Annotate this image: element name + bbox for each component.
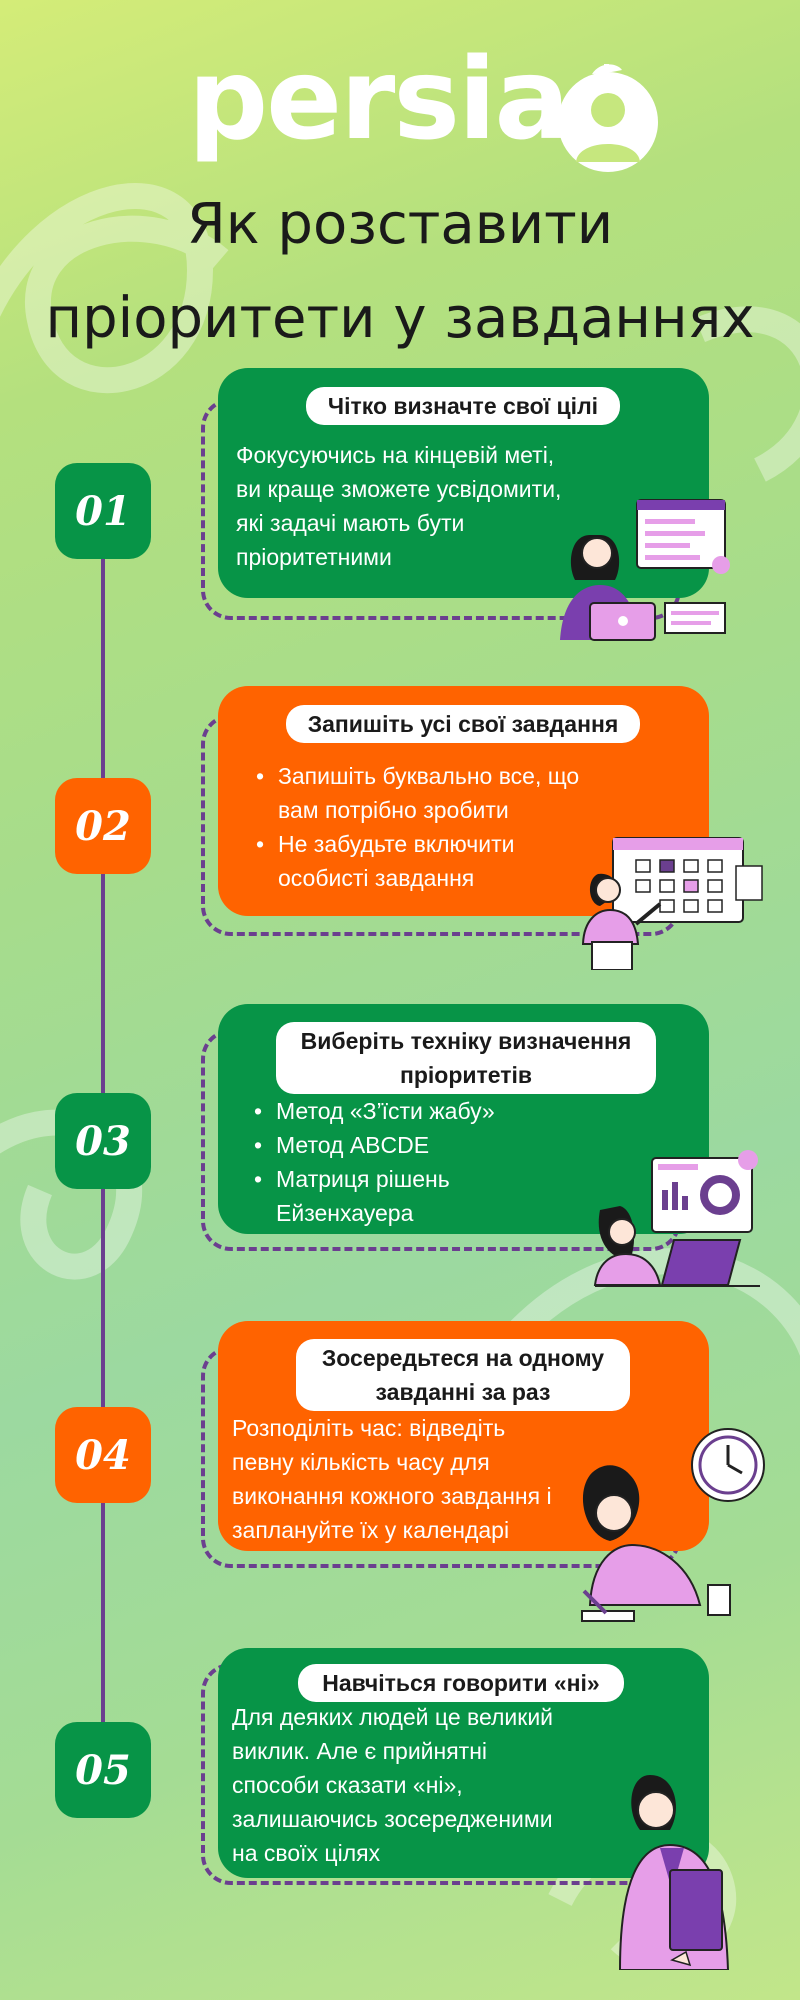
woman-with-charts-icon bbox=[593, 1150, 760, 1287]
step-02-bullet: Не забудьте включити особисті завдання bbox=[252, 827, 592, 895]
step-02-bullet: Запишіть буквально все, що вам потрібно … bbox=[252, 759, 592, 827]
step-number-03: 03 bbox=[55, 1093, 151, 1189]
step-04-line: певну кількість часу для bbox=[232, 1449, 490, 1475]
step-02-list: Запишіть буквально все, що вам потрібно … bbox=[252, 759, 592, 895]
step-04-line: заплануйте їх у календарі bbox=[232, 1517, 510, 1543]
step-05-line: виклик. Але є прийнятні bbox=[232, 1738, 488, 1764]
page-title-line-2: пріоритети у завданнях bbox=[45, 286, 755, 351]
step-05-line: на своїх цілях bbox=[232, 1840, 381, 1866]
woman-with-calendar-icon bbox=[581, 837, 763, 970]
step-number-05: 05 bbox=[55, 1722, 151, 1818]
logo-person-icon bbox=[558, 64, 658, 172]
step-05-line: залишаючись зосередженими bbox=[232, 1806, 553, 1832]
step-05-line: Для деяких людей це великий bbox=[232, 1704, 554, 1730]
step-03-bullet: Метод «З’їсти жабу» bbox=[250, 1094, 590, 1128]
page-title: Як розставити пріоритети у завданнях bbox=[40, 178, 760, 366]
step-05-text: Для деяких людей це великий виклик. Але … bbox=[232, 1700, 632, 1870]
logo-text: persia bbox=[188, 35, 570, 165]
step-number-04: 04 bbox=[55, 1407, 151, 1503]
step-04-line: Розподіліть час: відведіть bbox=[232, 1415, 506, 1441]
step-04-line: виконання кожного завдання і bbox=[232, 1483, 552, 1509]
woman-with-clock-icon bbox=[581, 1428, 765, 1622]
step-01-line: Фокусуючись на кінцевій меті, bbox=[236, 442, 555, 468]
step-04-text: Розподіліть час: відведіть певну кількіс… bbox=[232, 1411, 632, 1547]
step-04-heading: Зосередьтеся на одному завданні за раз bbox=[296, 1339, 630, 1411]
step-01-heading: Чітко визначте свої цілі bbox=[306, 387, 620, 425]
step-01-line: які задачі мають бути bbox=[236, 510, 465, 536]
page-title-line-1: Як розставити bbox=[186, 192, 614, 257]
step-05-line: способи сказати «ні», bbox=[232, 1772, 463, 1798]
step-03-heading: Виберіть техніку визначення пріоритетів bbox=[276, 1022, 656, 1094]
step-number-02: 02 bbox=[55, 778, 151, 874]
logo: persia bbox=[0, 35, 800, 172]
step-02-heading: Запишіть усі свої завдання bbox=[286, 705, 640, 743]
step-01-line: ви краще зможете усвідомити, bbox=[236, 476, 562, 502]
step-05-heading: Навчіться говорити «ні» bbox=[298, 1664, 624, 1702]
woman-with-folder-icon bbox=[618, 1775, 730, 1970]
step-01-text: Фокусуючись на кінцевій меті, ви краще з… bbox=[236, 438, 636, 574]
step-number-01: 01 bbox=[55, 463, 151, 559]
step-03-list: Метод «З’їсти жабу» Метод ABCDE Матриця … bbox=[250, 1094, 590, 1230]
step-01-line: пріоритетними bbox=[236, 544, 392, 570]
woman-at-laptop-icon bbox=[560, 499, 730, 641]
step-03-bullet: Матриця рішень Ейзенхауера bbox=[250, 1162, 590, 1230]
step-03-bullet: Метод ABCDE bbox=[250, 1128, 590, 1162]
